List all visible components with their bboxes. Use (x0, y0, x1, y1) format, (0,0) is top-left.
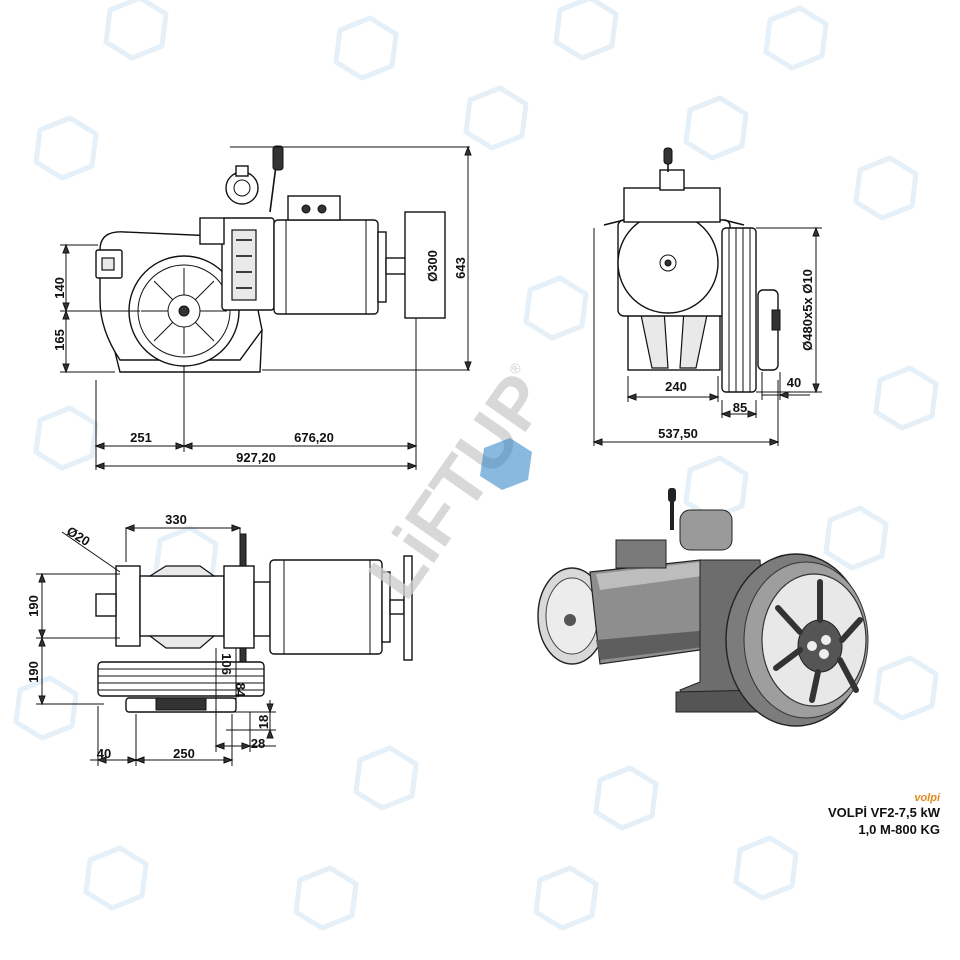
dim-pulley: Ø480x5x Ø10 (800, 269, 815, 351)
watermark-text: LiFTUP (353, 360, 563, 612)
dim-upper-190: 190 (26, 595, 41, 617)
dim-lower-190: 190 (26, 661, 41, 683)
dim-groove-85: 85 (733, 400, 747, 415)
dim-left-251: 251 (130, 430, 152, 445)
watermark-emblem (480, 438, 532, 490)
dim-upper-140: 140 (52, 277, 67, 299)
dim-total-537: 537,50 (658, 426, 698, 441)
dim-height-643: 643 (453, 257, 468, 279)
dim-flange-300: Ø300 (425, 250, 440, 282)
dim-lower-165: 165 (52, 329, 67, 351)
dim-shaft-20: Ø20 (64, 523, 93, 549)
dim-length-330: 330 (165, 512, 187, 527)
dim-base-240: 240 (665, 379, 687, 394)
dim-right-676: 676,20 (294, 430, 334, 445)
dim-offset-18: 18 (256, 715, 271, 729)
liftup-watermark: LiFTUP ® (353, 359, 563, 612)
dim-offset-40: 40 (787, 375, 801, 390)
spec-label: 1,0 M-800 KG (858, 822, 940, 837)
top-view: Ø20 330 190 190 106 84 18 28 40 250 (26, 512, 413, 766)
dim-left-40: 40 (97, 746, 111, 761)
dim-total-927: 927,20 (236, 450, 276, 465)
brand-logo: volpi (914, 792, 940, 804)
dim-base-250: 250 (173, 746, 195, 761)
dim-offset-28: 28 (251, 736, 265, 751)
dim-center-106: 106 (219, 653, 234, 675)
machine-render (537, 488, 869, 727)
model-label: VOLPİ VF2-7,5 kW (828, 805, 940, 820)
dim-small-84: 84 (233, 683, 248, 698)
side-view: Ø480x5x Ø10 240 40 85 537,50 (592, 147, 822, 446)
caption: volpi VOLPİ VF2-7,5 kW 1,0 M-800 KG (780, 792, 940, 838)
front-view: 643 Ø300 140 165 251 676,20 927,20 (52, 145, 472, 470)
